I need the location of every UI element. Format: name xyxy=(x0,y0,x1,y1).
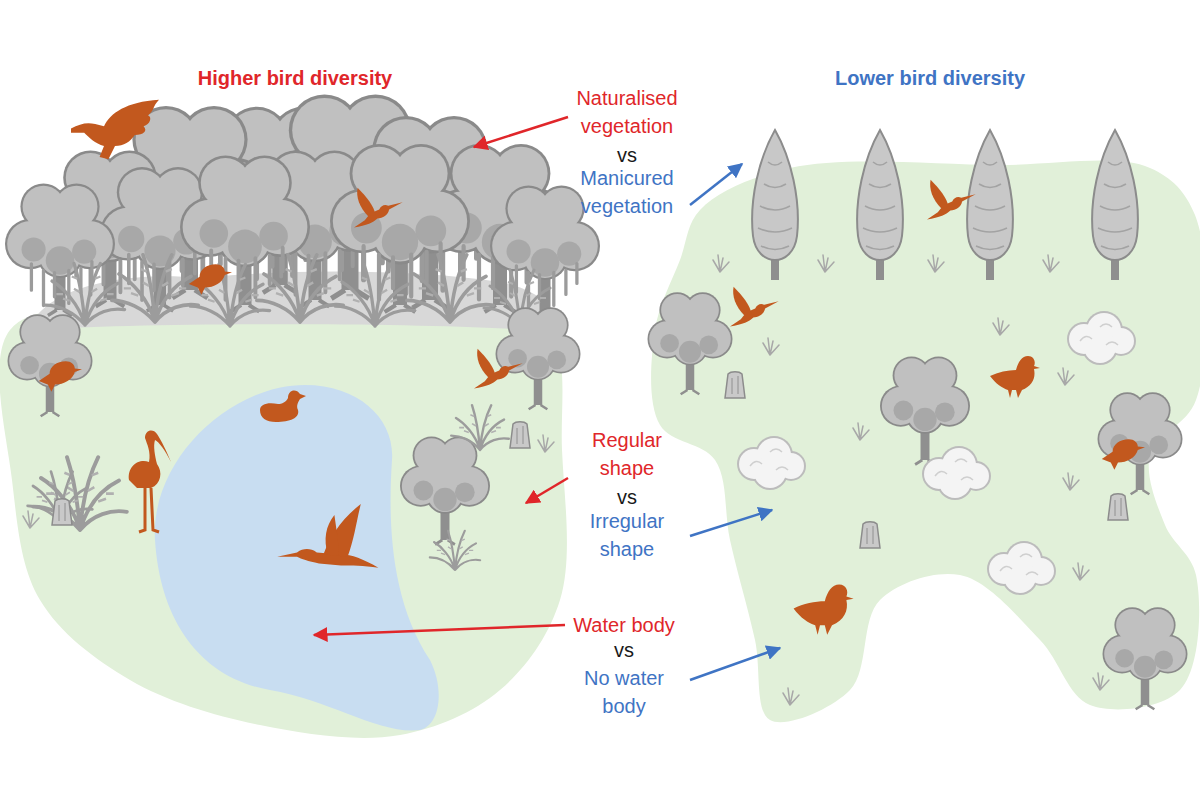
tree-stump xyxy=(52,499,72,525)
leader-arrow xyxy=(314,625,565,635)
grass-tuft xyxy=(993,318,1009,335)
grass-tuft xyxy=(928,255,944,272)
grass-tuft xyxy=(1058,368,1074,385)
fern-row xyxy=(45,255,556,326)
grass-tuft xyxy=(783,688,799,705)
comparison-label: Irregular shape xyxy=(572,507,682,563)
hummingbird xyxy=(927,180,976,220)
grass-tuft xyxy=(23,511,39,528)
round-tree xyxy=(496,307,581,409)
fern xyxy=(430,531,480,570)
right-park-details xyxy=(648,130,1188,709)
grass-tuft xyxy=(538,435,554,452)
comparison-label: vs xyxy=(597,483,657,511)
grass-tuft xyxy=(1043,255,1059,272)
comparison-label: No water body xyxy=(569,664,679,720)
forest-tree xyxy=(5,184,115,316)
bush xyxy=(922,446,991,500)
water-body xyxy=(155,385,439,730)
comparison-label: Water body xyxy=(549,611,699,639)
round-tree xyxy=(1098,392,1183,494)
grass-tuft xyxy=(763,338,779,355)
panel-heading: Lower bird diversity xyxy=(730,66,1130,90)
comparison-label: Manicured vegetation xyxy=(567,164,687,220)
tree-stump xyxy=(1108,494,1128,520)
cypress-tree xyxy=(857,130,903,280)
duck xyxy=(260,391,306,422)
leader-arrow xyxy=(690,648,780,680)
leader-arrow xyxy=(690,164,742,205)
leader-arrow xyxy=(474,117,568,147)
pigeon xyxy=(990,356,1040,398)
tree-stump xyxy=(860,522,880,548)
bush xyxy=(987,541,1056,595)
pigeon xyxy=(794,584,854,634)
fern xyxy=(335,264,414,326)
hummingbird xyxy=(474,349,523,389)
round-tree xyxy=(648,292,733,394)
round-tree xyxy=(400,437,490,545)
grass-tuft xyxy=(818,255,834,272)
green-space-shape xyxy=(0,294,567,737)
leader-arrow xyxy=(526,478,568,503)
comparison-label: vs xyxy=(594,636,654,664)
tree-stump xyxy=(725,372,745,398)
round-tree xyxy=(7,314,92,416)
cypress-tree xyxy=(967,130,1013,280)
fern xyxy=(407,255,493,322)
songbird xyxy=(1102,439,1145,470)
comparison-label: Naturalised vegetation xyxy=(567,84,687,140)
panel-heading: Higher bird diversity xyxy=(95,66,495,90)
round-tree xyxy=(1103,607,1188,709)
songbird xyxy=(189,264,232,295)
grass-tuft xyxy=(713,255,729,272)
songbird xyxy=(39,361,82,392)
comparison-label: vs xyxy=(597,141,657,169)
hummingbird xyxy=(730,287,779,327)
heron xyxy=(277,504,378,568)
bush xyxy=(737,436,806,490)
stork xyxy=(129,431,171,532)
eagle xyxy=(71,100,159,159)
leader-arrows xyxy=(314,117,780,680)
grass-tuft xyxy=(1093,673,1109,690)
fern xyxy=(257,255,343,322)
fern xyxy=(451,405,509,450)
birds xyxy=(39,100,1145,635)
forest-tree xyxy=(180,156,310,312)
tree-stump xyxy=(510,422,530,448)
cypress-tree xyxy=(1092,130,1138,280)
left-park-details xyxy=(7,307,580,570)
bush xyxy=(1067,311,1136,365)
grass-tuft xyxy=(1073,563,1089,580)
leader-arrow xyxy=(690,510,772,536)
grass-tuft xyxy=(853,423,869,440)
comparison-label: Regular shape xyxy=(572,426,682,482)
grass-tuft xyxy=(1063,473,1079,490)
hummingbird xyxy=(354,188,403,228)
fern xyxy=(112,255,198,322)
cypress-tree xyxy=(752,130,798,280)
